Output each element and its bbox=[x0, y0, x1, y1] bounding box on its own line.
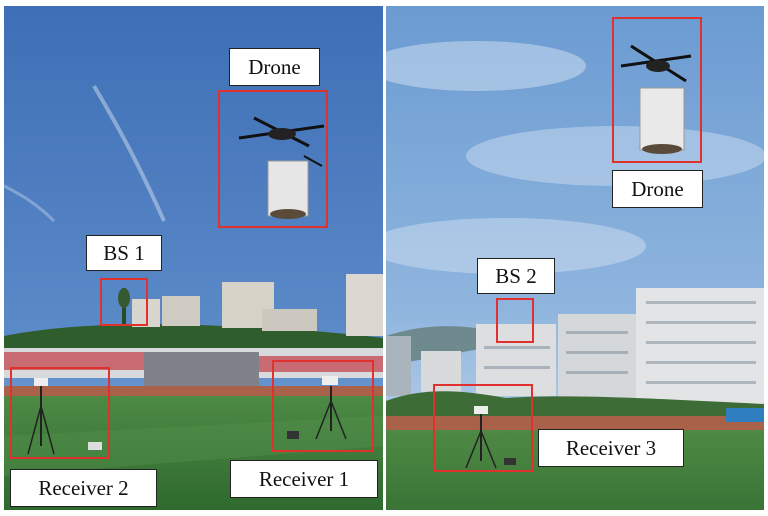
left-drone-highlight-box bbox=[218, 90, 328, 228]
receiver2-highlight-box bbox=[10, 367, 110, 459]
bs1-label: BS 1 bbox=[86, 235, 162, 271]
bs1-highlight-box bbox=[100, 278, 148, 326]
right-building-5 bbox=[636, 288, 764, 408]
bs1-tower-foliage bbox=[118, 288, 130, 308]
left-building-4 bbox=[262, 309, 317, 331]
right-building-windows bbox=[484, 301, 756, 384]
right-cloud-1 bbox=[386, 41, 586, 91]
stadium-seats-left bbox=[4, 352, 144, 370]
bs2-label: BS 2 bbox=[477, 258, 555, 294]
right-drone-highlight-box bbox=[612, 17, 702, 163]
bs2-highlight-box bbox=[496, 298, 534, 343]
left-cloud-streak bbox=[92, 84, 166, 222]
right-mountain bbox=[386, 326, 496, 366]
right-blue-board bbox=[726, 408, 764, 422]
right-cloud-3 bbox=[386, 218, 646, 274]
left-cloud-streak-2 bbox=[4, 184, 56, 223]
right-building-2 bbox=[421, 351, 461, 396]
right-drone-label: Drone bbox=[612, 170, 703, 208]
receiver1-label: Receiver 1 bbox=[230, 460, 378, 498]
right-building-1 bbox=[386, 336, 411, 396]
receiver1-equipment bbox=[287, 376, 347, 440]
stadium-center-building bbox=[144, 352, 259, 390]
left-running-track bbox=[4, 386, 383, 396]
receiver3-highlight-box bbox=[433, 384, 533, 472]
receiver1-highlight-box bbox=[272, 360, 374, 452]
left-drone-label: Drone bbox=[229, 48, 320, 86]
right-drone-graphic bbox=[620, 44, 692, 154]
right-building-4 bbox=[558, 314, 636, 404]
receiver2-equipment bbox=[27, 378, 102, 455]
left-building-2 bbox=[162, 296, 200, 326]
receiver3-label: Receiver 3 bbox=[538, 429, 684, 467]
left-building-5 bbox=[346, 274, 383, 336]
receiver3-equipment bbox=[465, 406, 516, 469]
receiver2-label: Receiver 2 bbox=[10, 469, 157, 507]
left-drone-graphic bbox=[238, 116, 325, 219]
